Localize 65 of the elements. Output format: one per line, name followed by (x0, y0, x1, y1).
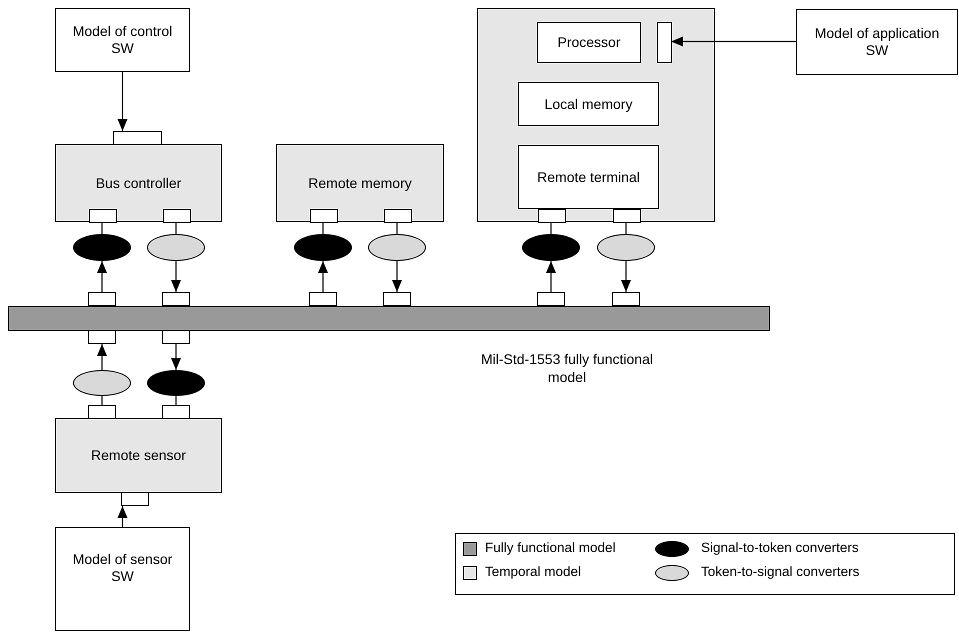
port-box (309, 292, 337, 306)
arrow (671, 36, 796, 46)
arrow (546, 261, 556, 292)
component-box (518, 82, 659, 126)
legend-label: Temporal model (485, 564, 582, 579)
bus-bar (8, 306, 770, 331)
component-box (55, 144, 222, 222)
node-label: Model of sensor SW (72, 551, 174, 585)
connector-line (322, 222, 324, 234)
port-box (383, 292, 411, 306)
legend-label: Token-to-signal converters (701, 564, 860, 579)
connector-line (101, 222, 103, 234)
converter-ellipse (147, 370, 205, 396)
node-label: Local memory (544, 96, 634, 112)
port-box (88, 292, 116, 306)
arrow (621, 261, 631, 292)
arrow (118, 506, 128, 527)
connector-line (396, 222, 398, 234)
port-box (162, 405, 190, 419)
connector-line (550, 222, 552, 234)
software-model-box (55, 527, 190, 631)
port-box (537, 292, 565, 306)
port-box (538, 209, 566, 223)
software-model-box (55, 8, 190, 72)
node-label: Remote memory (307, 174, 413, 192)
connector-line (625, 222, 627, 234)
arrow (171, 344, 181, 370)
node-label: Model of application SW (814, 25, 940, 59)
port-box (657, 22, 672, 63)
port-box (613, 209, 641, 223)
port-box (121, 492, 149, 506)
port-box (88, 405, 116, 419)
component-box (55, 418, 222, 493)
connector-line (175, 396, 177, 405)
arrow (318, 261, 328, 292)
node-label: Processor (556, 34, 622, 51)
node-label: Remote terminal (536, 168, 641, 186)
connector-line (101, 396, 103, 405)
port-box (384, 209, 412, 223)
node-label: Remote sensor (90, 447, 187, 464)
arrow (171, 261, 181, 292)
arrow (97, 344, 107, 370)
arrow (392, 261, 402, 292)
port-box (89, 209, 117, 223)
component-box (518, 145, 659, 209)
legend-label: Signal-to-token converters (701, 540, 859, 555)
bus-caption: Mil-Std-1553 fully functional model (480, 350, 654, 386)
legend-label: Fully functional model (485, 540, 616, 555)
port-box (310, 209, 338, 223)
port-box (163, 209, 191, 223)
port-box (162, 292, 190, 306)
connector-line (175, 222, 177, 234)
node-label: Bus controller (94, 174, 182, 192)
node-label: Model of control SW (72, 23, 174, 57)
port-box (88, 330, 116, 344)
component-box (276, 144, 444, 222)
arrow (97, 261, 107, 292)
port-box (162, 330, 190, 344)
port-box (612, 292, 640, 306)
component-box (537, 22, 641, 63)
module-box (477, 8, 715, 222)
software-model-box (796, 9, 958, 75)
converter-ellipse (73, 370, 131, 396)
arrow (118, 72, 128, 131)
port-box (113, 131, 162, 145)
